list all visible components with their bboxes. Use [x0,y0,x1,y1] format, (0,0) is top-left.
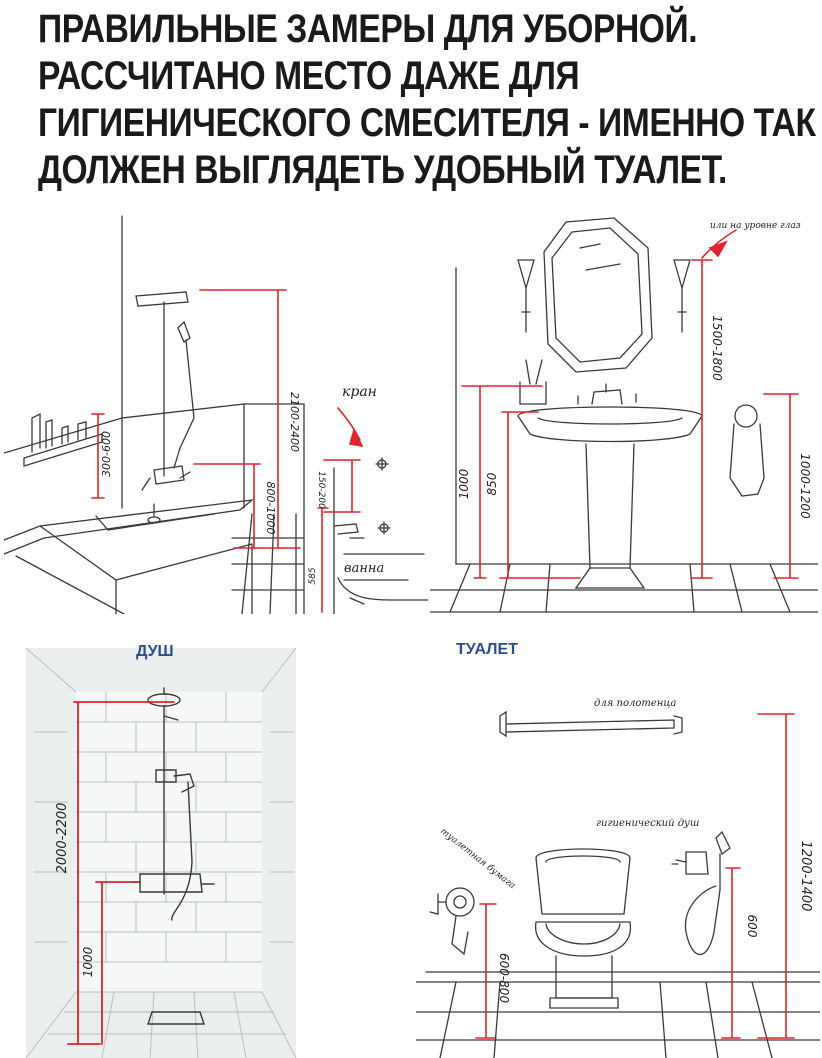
label-towel-bar: для полотенца [594,698,676,709]
headline-line: ДОЛЖЕН ВЫГЛЯДЕТЬ УДОБНЫЙ ТУАЛЕТ. [38,148,727,192]
dim-rim: 585 [308,567,318,584]
shower-title: ДУШ [136,643,174,660]
dim-shelf: 300-600 [100,431,113,477]
label-eye-level: или на уровне глаз [710,221,801,231]
label-toilet-paper: туалетная бумага [438,826,517,891]
dim-paper-holder: 600-800 [497,953,511,1004]
dim-towel-bar: 1200-1400 [798,841,813,912]
washbasin-panel: 1000 850 1500-1800 1000-1200 или на уров… [430,208,818,614]
toilet-title: ТУАЛЕТ [456,641,518,658]
headline-line: ПРАВИЛЬНЫЕ ЗАМЕРЫ ДЛЯ УБОРНОЙ. [38,7,698,51]
dim-sink-min: 850 [485,472,499,495]
headline: ПРАВИЛЬНЫЕ ЗАМЕРЫ ДЛЯ УБОРНОЙ. РАССЧИТАН… [38,6,818,194]
shower-sketch: ДУШ 2000-2200 1000 [25,643,297,1058]
label-bath: ванна [344,561,384,576]
bathtub-panel: 300-600 2100-2400 800-1000 150-200 585 к… [4,208,428,614]
toilet-sketch: ТУАЛЕТ для полотенца гигиенический душ т… [416,641,820,1058]
shower-panel: ДУШ 2000-2200 1000 [4,632,412,1058]
dim-shower-head: 2000-2200 [55,803,70,874]
label-hygienic-shower: гигиенический душ [596,818,699,829]
dim-hygienic-shower: 600 [745,915,759,938]
bathtub-sketch: 300-600 2100-2400 800-1000 150-200 585 к… [4,215,428,614]
label-tap: кран [342,384,377,400]
dim-lamps: 1500-1800 [710,315,724,381]
headline-line: ГИГИЕНИЧЕСКОГО СМЕСИТЕЛЯ - ИМЕННО ТАК [38,101,816,145]
dim-mixer-height: 800-1000 [264,482,277,535]
washbasin-sketch: 1000 850 1500-1800 1000-1200 или на уров… [430,217,818,613]
dim-tap-offset: 150-200 [316,471,326,509]
toilet-panel: ТУАЛЕТ для полотенца гигиенический душ т… [416,632,820,1058]
dim-sink-max: 1000 [457,468,471,499]
dim-towel-ring: 1000-1200 [798,453,812,519]
headline-line: РАССЧИТАНО МЕСТО ДАЖЕ ДЛЯ [38,54,580,98]
dim-shower-mixer: 1000 [81,946,95,977]
dim-shower-height: 2100-2400 [288,392,301,452]
